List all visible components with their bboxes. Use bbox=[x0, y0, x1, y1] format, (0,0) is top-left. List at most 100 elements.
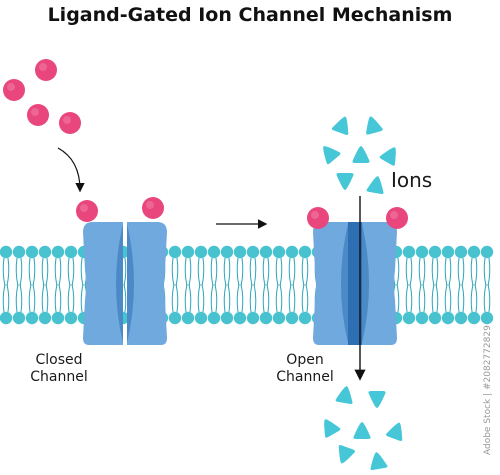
ions-label: Ions bbox=[391, 168, 433, 192]
ligand bbox=[307, 207, 329, 229]
lipid-tails-bottom bbox=[28, 283, 36, 313]
lipid-tails-bottom bbox=[223, 283, 231, 313]
channel-subunit-left bbox=[83, 222, 123, 345]
ion bbox=[385, 422, 403, 441]
channels-layer bbox=[83, 222, 397, 345]
open-label-line1: Open bbox=[286, 352, 324, 368]
ligand bbox=[59, 112, 81, 134]
lipid-tails-bottom bbox=[41, 283, 49, 313]
lipid-tails-top bbox=[275, 257, 283, 287]
lipid-head-bottom bbox=[298, 311, 312, 325]
closed-channel-label: Closed Channel bbox=[18, 352, 100, 386]
lipid-tails-bottom bbox=[262, 283, 270, 313]
lipid-tails-bottom bbox=[431, 283, 439, 313]
ion bbox=[366, 116, 383, 135]
lipid-tails-top bbox=[262, 257, 270, 287]
lipid-head-top bbox=[285, 245, 299, 259]
lipid-head-top bbox=[298, 245, 312, 259]
open-label-line2: Channel bbox=[276, 369, 334, 385]
lipid-head-top bbox=[51, 245, 65, 259]
ligand-highlight bbox=[80, 204, 88, 212]
channel-subunit-right bbox=[362, 222, 397, 345]
lipid-head-top bbox=[441, 245, 455, 259]
lipid-tails-top bbox=[184, 257, 192, 287]
ion bbox=[353, 422, 371, 439]
lipid-tails-bottom bbox=[197, 283, 205, 313]
closed-label-line1: Closed bbox=[35, 352, 83, 368]
lipid-tails-bottom bbox=[444, 283, 452, 313]
lipid-head-top bbox=[402, 245, 416, 259]
lipid-tails-top bbox=[41, 257, 49, 287]
diagram-title: Ligand-Gated Ion Channel Mechanism bbox=[47, 4, 453, 26]
lipid-tails-bottom bbox=[67, 283, 75, 313]
lipid-head-top bbox=[207, 245, 221, 259]
channel-subunit-left bbox=[313, 222, 348, 345]
lipid-tails-top bbox=[223, 257, 231, 287]
lipid-head-bottom bbox=[246, 311, 260, 325]
lipid-tails-top bbox=[197, 257, 205, 287]
lipid-head-top bbox=[415, 245, 429, 259]
lipid-head-top bbox=[38, 245, 52, 259]
ligand-highlight bbox=[63, 116, 71, 124]
lipid-head-bottom bbox=[467, 311, 481, 325]
watermark-text: Adobe Stock | #2082772829 bbox=[483, 325, 493, 455]
ligand-binding-arrow bbox=[57, 147, 85, 193]
closed-label-line2: Channel bbox=[30, 369, 88, 385]
channel-shade-left bbox=[341, 224, 348, 343]
lipid-head-bottom bbox=[233, 311, 247, 325]
ion bbox=[324, 419, 341, 438]
ion bbox=[366, 176, 384, 195]
ligands-layer bbox=[3, 59, 408, 229]
lipid-tails-top bbox=[288, 257, 296, 287]
lipid-tails-bottom bbox=[184, 283, 192, 313]
ion bbox=[335, 386, 353, 405]
lipid-head-top bbox=[480, 245, 494, 259]
open-channel-label: Open Channel bbox=[264, 352, 346, 386]
lipid-head-bottom bbox=[428, 311, 442, 325]
lipid-tails-top bbox=[171, 257, 179, 287]
lipid-head-bottom bbox=[402, 311, 416, 325]
lipid-head-top bbox=[220, 245, 234, 259]
lipid-head-bottom bbox=[0, 311, 13, 325]
ion bbox=[352, 146, 370, 163]
lipid-tails-top bbox=[2, 257, 10, 287]
ion bbox=[368, 391, 386, 408]
lipid-head-bottom bbox=[64, 311, 78, 325]
ligand bbox=[142, 197, 164, 219]
ion bbox=[338, 445, 356, 464]
ligand bbox=[3, 79, 25, 101]
lipid-tails-bottom bbox=[15, 283, 23, 313]
lipid-head-top bbox=[25, 245, 39, 259]
lipid-head-top bbox=[12, 245, 26, 259]
ligand-highlight bbox=[31, 108, 39, 116]
lipid-head-bottom bbox=[272, 311, 286, 325]
ion bbox=[379, 147, 396, 166]
lipid-tails-bottom bbox=[288, 283, 296, 313]
lipid-head-bottom bbox=[25, 311, 39, 325]
lipid-head-bottom bbox=[51, 311, 65, 325]
lipid-head-top bbox=[467, 245, 481, 259]
open-channel bbox=[313, 222, 397, 345]
lipid-tails-top bbox=[457, 257, 465, 287]
lipid-tails-bottom bbox=[2, 283, 10, 313]
lipid-head-top bbox=[428, 245, 442, 259]
ligand-highlight bbox=[311, 211, 319, 219]
lipid-head-bottom bbox=[480, 311, 494, 325]
lipid-head-bottom bbox=[181, 311, 195, 325]
lipid-tails-bottom bbox=[418, 283, 426, 313]
ion bbox=[331, 116, 349, 135]
lipid-tails-top bbox=[483, 257, 491, 287]
lipid-tails-top bbox=[301, 257, 309, 287]
lipid-tails-top bbox=[54, 257, 62, 287]
lipid-tails-top bbox=[15, 257, 23, 287]
ligand-highlight bbox=[7, 83, 15, 91]
lipid-tails-bottom bbox=[301, 283, 309, 313]
channel-subunit-right bbox=[127, 222, 167, 345]
ions-layer bbox=[323, 116, 403, 471]
lipid-head-top bbox=[272, 245, 286, 259]
lipid-head-bottom bbox=[441, 311, 455, 325]
arrows-layer bbox=[57, 147, 366, 381]
ion bbox=[336, 173, 354, 190]
lipid-head-bottom bbox=[194, 311, 208, 325]
